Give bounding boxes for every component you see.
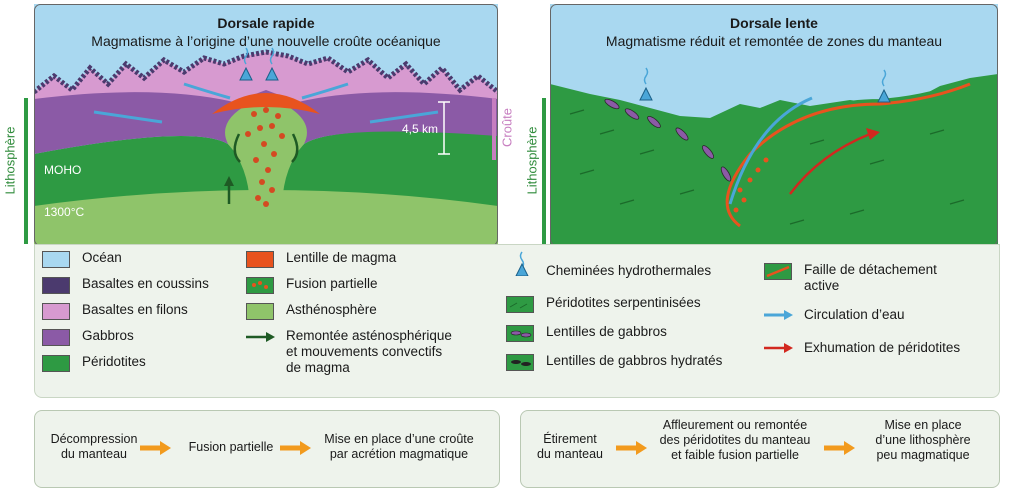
exhumation-arrow-icon [764, 343, 793, 353]
exhumation-arrow [789, 132, 871, 195]
convection-arrow-right [291, 133, 299, 163]
legend-fault: Faille de détachement active [804, 262, 937, 294]
water-arrow-icon [764, 310, 793, 320]
lithosphere-bar-left [24, 98, 28, 244]
flow-slow-step3-l2: d’une lithosphère [875, 433, 971, 447]
flow-slow-step3: Mise en place d’une lithosphère peu magm… [858, 418, 988, 463]
legend-magma-lens: Lentille de magma [286, 250, 397, 265]
peridotite-mass [550, 74, 998, 246]
flow-slow-step2-l3: et faible fusion partielle [671, 448, 799, 462]
hydrothermal-vents [239, 47, 279, 81]
flow-fast-step1-l2: du manteau [60, 447, 128, 461]
partial-melt-dots-right [733, 157, 769, 213]
serpentinite-swatch [506, 296, 534, 313]
flow-fast-step3-l2: par acrétion magmatique [329, 447, 469, 461]
flow-fast-ridge [34, 410, 500, 488]
hydrothermal-vents-right [639, 67, 891, 103]
fast-ridge-diagram [34, 4, 498, 246]
water-circulation-arrow [728, 96, 813, 205]
flow-slow-step2-l2: des péridotites du manteau [659, 433, 811, 447]
flow-arrow-icon [616, 441, 647, 455]
legend-pillow-basalt: Basaltes en coussins [82, 276, 209, 291]
moho-label: MOHO [44, 163, 82, 177]
magma-lens [212, 93, 320, 114]
flow-fast-step3-l1: Mise en place d’une croûte [324, 432, 474, 446]
legend-serpentinite: Péridotites serpentinisées [546, 295, 701, 310]
legend-upwelling-line1: Remontée asténosphérique [286, 328, 452, 343]
dyke-layer [34, 52, 498, 102]
legend-fault-line2: active [804, 278, 840, 293]
serpentinite-texture [569, 109, 965, 225]
flow-fast-step2: Fusion partielle [188, 440, 274, 454]
legend-asthenosphere: Asthénosphère [286, 302, 377, 317]
vent-icon [515, 251, 529, 276]
flow-slow-step3-l3: peu magmatique [876, 448, 970, 462]
legend-upwelling: Remontée asténosphérique et mouvements c… [286, 328, 452, 376]
partial-melt-swatch [246, 277, 274, 294]
legend [34, 244, 1000, 398]
dyke-basalt-swatch [42, 303, 70, 320]
gabbro-swatch [42, 329, 70, 346]
asthenosphere-swatch [246, 303, 274, 320]
flow-arrow-icon [280, 441, 311, 455]
legend-gabbro: Gabbros [82, 328, 134, 343]
fast-ridge-title-text: Dorsale rapide [217, 15, 315, 31]
legend-fault-line1: Faille de détachement [804, 262, 937, 277]
legend-upwelling-line2: et mouvements convectifs [286, 344, 443, 359]
legend-peridotite: Péridotites [82, 354, 146, 369]
lithosphere-label-left: Lithosphère [2, 126, 18, 195]
convection-arrow-left [233, 133, 241, 163]
water-arrow-right [369, 110, 439, 124]
slow-ridge-title-text: Dorsale lente [730, 15, 818, 31]
croute-bar [492, 98, 496, 160]
flow-arrow-icon [824, 441, 855, 455]
temperature-label: 1300°C [44, 205, 85, 219]
magma-lens-swatch [246, 251, 274, 268]
slow-ridge-subtitle: Magmatisme réduit et remontée de zones d… [605, 33, 943, 49]
slow-ridge-diagram [550, 4, 998, 246]
flow-slow-step2-l1: Affleurement ou remontée [662, 418, 808, 432]
croute-label: Croûte [499, 107, 515, 148]
flow-fast-step1: Décompression du manteau [44, 432, 144, 462]
pillow-basalt-crust [34, 49, 498, 94]
ocean-swatch [42, 251, 70, 268]
legend-vents: Cheminées hydrothermales [546, 263, 712, 278]
legend-ocean: Océan [82, 250, 122, 265]
flow-slow-step1: Étirement du manteau [530, 432, 610, 462]
flow-slow-ridge [520, 410, 1000, 488]
flow-slow-step3-l1: Mise en place [884, 418, 962, 432]
legend-exhumation: Exhumation de péridotites [804, 340, 961, 355]
flow-fast-step1-l1: Décompression [50, 432, 138, 446]
flow-fast-step3: Mise en place d’une croûte par acrétion … [314, 432, 484, 462]
legend-dyke-basalt: Basaltes en filons [82, 302, 188, 317]
lithosphere-bar-right [542, 98, 546, 244]
pillow-basalt-swatch [42, 277, 70, 294]
hydrated-gabbro-swatch [506, 354, 534, 371]
fault-swatch [764, 263, 792, 280]
legend-upwelling-line3: de magma [286, 360, 350, 375]
peridotite-swatch [42, 355, 70, 372]
flow-slow-step1-l1: Étirement [543, 432, 597, 446]
flow-arrow-icon [140, 441, 171, 455]
flow-slow-step2: Affleurement ou remontée des péridotites… [650, 418, 820, 463]
legend-hydrated-gabbro: Lentilles de gabbros hydratés [546, 353, 723, 368]
fast-ridge-title: Dorsale rapide Magmatisme à l’origine d’… [34, 14, 498, 50]
upwelling-arrow-icon [246, 332, 275, 342]
gabbro-lens-swatch [506, 325, 534, 342]
gabbro-lenses [604, 98, 732, 182]
flow-slow-step1-l2: du manteau [536, 447, 604, 461]
legend-gabbro-lens: Lentilles de gabbros [546, 324, 667, 339]
slow-ridge-title: Dorsale lente Magmatisme réduit et remon… [550, 14, 998, 50]
crust-thickness-label: 4,5 km [402, 122, 439, 136]
legend-partial-melt: Fusion partielle [286, 276, 378, 291]
water-arrow-left [93, 110, 163, 124]
legend-water-circulation: Circulation d’eau [804, 307, 905, 322]
asthenosphere-dome [225, 96, 307, 204]
fast-ridge-subtitle: Magmatisme à l’origine d’une nouvelle cr… [91, 33, 441, 49]
partial-melt-dots [245, 107, 285, 207]
lithosphere-label-right: Lithosphère [524, 126, 540, 195]
